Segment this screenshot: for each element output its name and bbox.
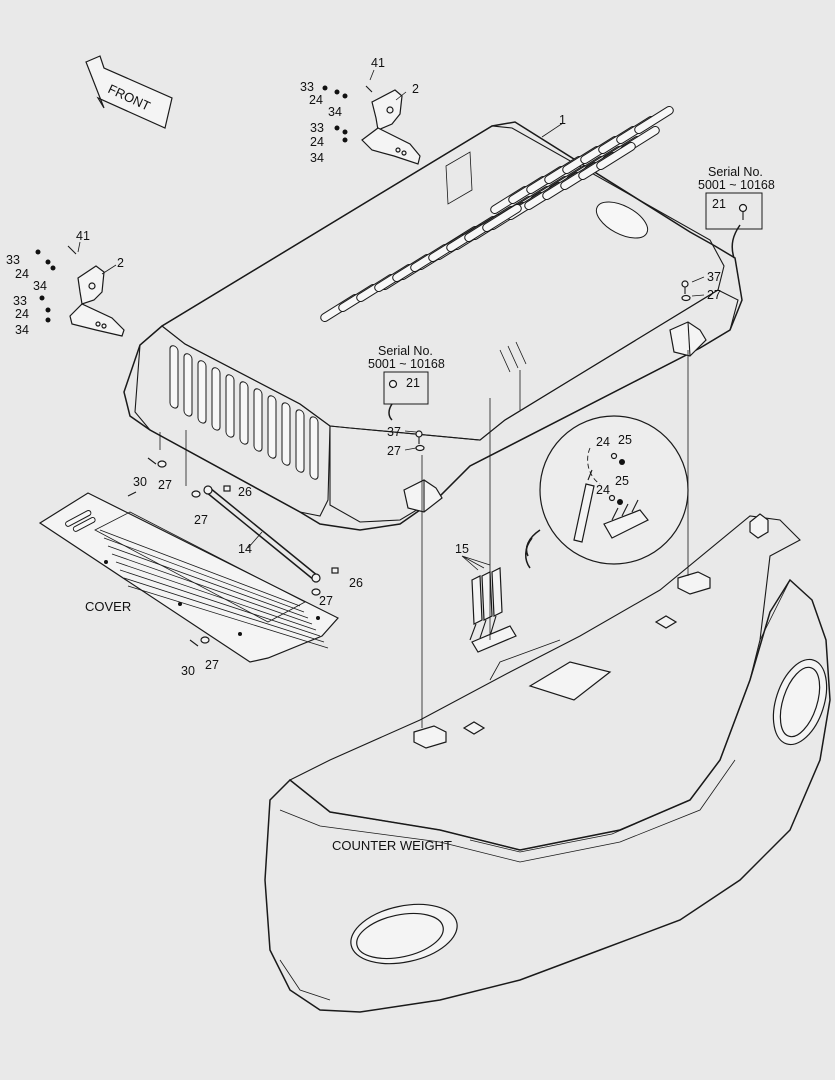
hinge-top [361,89,421,165]
serial-range-center: 5001 ~ 10168 [368,357,445,371]
callout-27-f: 27 [205,658,219,672]
cover-grille-bar [119,569,321,637]
assembly-guides [159,350,689,728]
cover-grille-bar [103,537,305,613]
detail-view [525,415,689,565]
callout-41-top: 41 [371,56,385,70]
callout-30-top: 30 [133,475,147,489]
callout-37-center: 37 [387,425,401,439]
hood-bracket-right [669,321,707,357]
callout-15: 15 [455,542,469,556]
hood-vent-slot [482,203,522,233]
callout-27-c: 27 [158,478,172,492]
callout-26-top: 26 [238,485,252,499]
callout-34-c: 34 [33,279,47,293]
callout-24-detail-b: 24 [596,483,610,497]
hinge-left [69,265,125,337]
cover-bolts [147,457,210,647]
callout-21-right: 21 [712,197,726,211]
callout-24-b: 24 [310,135,324,149]
callout-34-d: 34 [15,323,29,337]
cover-grille-bar [111,553,313,625]
hood-vent-slot [596,141,636,171]
stay-rod [191,485,339,596]
callout-1: 1 [559,113,566,127]
callout-33-b: 33 [310,121,324,135]
callout-34-b: 34 [310,151,324,165]
counter-weight [264,513,831,1013]
cover-grille-bar [127,585,329,649]
bottom-cover [38,491,339,663]
serial-title-right: Serial No. [708,165,763,179]
gas-springs [469,567,517,653]
callout-33-a: 33 [300,80,314,94]
hood-front-vents [169,345,319,480]
serial-title-center: Serial No. [378,344,433,358]
serial-range-right: 5001 ~ 10168 [698,178,775,192]
callout-41-left: 41 [76,229,90,243]
callout-34-a: 34 [328,105,342,119]
callout-33-c: 33 [6,253,20,267]
callout-24-d: 24 [15,307,29,321]
hood-hardware [415,280,691,452]
callout-24-a: 24 [309,93,323,107]
callout-21-center: 21 [406,376,420,390]
cover-grille-bar [107,545,309,619]
engine-hood [123,105,743,531]
front-arrow: FRONT [85,55,173,129]
cover-grille-bar [123,577,325,643]
hood-top-vents [320,105,674,323]
counter-weight-label: COUNTER WEIGHT [332,838,452,853]
cover-grille-bar [115,561,317,631]
callout-24-c: 24 [15,267,29,281]
cover-grille-bar [99,529,301,607]
callout-27-e: 27 [319,594,333,608]
hood-vent-slot [634,105,674,135]
callout-24-detail-a: 24 [596,435,610,449]
callout-numbers: 1 2 2 41 41 33 24 34 33 24 34 33 24 34 3… [6,56,726,678]
callout-27-center: 27 [387,444,401,458]
cover-label: COVER [85,599,131,614]
callout-30-bottom: 30 [181,664,195,678]
callout-25-detail-a: 25 [618,433,632,447]
serial-note-center: Serial No. 5001 ~ 10168 [368,344,445,421]
callout-2-top: 2 [412,82,419,96]
fasteners-top [322,85,373,143]
callout-27-d: 27 [194,513,208,527]
serial-note-right: Serial No. 5001 ~ 10168 [698,165,775,259]
callout-37-right: 37 [707,270,721,284]
callout-33-d: 33 [13,294,27,308]
callout-27-right: 27 [707,288,721,302]
callout-26-bottom: 26 [349,576,363,590]
callout-2-left: 2 [117,256,124,270]
callout-14: 14 [238,542,252,556]
fasteners-left [35,245,77,323]
hood-bracket-center [403,479,443,513]
cover-grille [99,529,329,649]
callout-25-detail-b: 25 [615,474,629,488]
